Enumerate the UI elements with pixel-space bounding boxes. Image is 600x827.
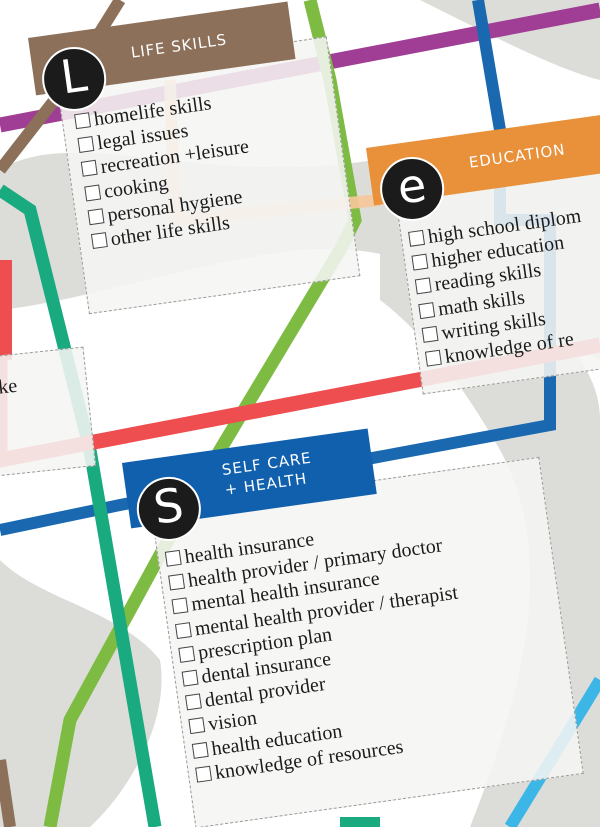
checkbox[interactable] <box>84 184 102 202</box>
left-fragment-card: ke <box>0 346 96 478</box>
self-care-checklist: health insurance health provider / prima… <box>164 508 479 787</box>
checkbox[interactable] <box>185 693 202 711</box>
life-skills-badge-letter: L <box>57 47 91 105</box>
checkbox[interactable] <box>164 549 182 567</box>
checkbox[interactable] <box>74 112 92 130</box>
checkbox[interactable] <box>414 277 432 295</box>
teal-line <box>0 184 162 827</box>
checkbox[interactable] <box>181 669 199 687</box>
red-line <box>0 270 600 468</box>
checkbox[interactable] <box>168 573 186 591</box>
left-fragment-text: ke <box>0 374 19 399</box>
checkbox[interactable] <box>87 208 105 226</box>
checkbox[interactable] <box>77 136 95 154</box>
checkbox[interactable] <box>421 325 439 343</box>
education-checklist: high school diplom higher education read… <box>408 204 600 372</box>
checkbox[interactable] <box>418 301 436 319</box>
brown-line-lower <box>0 759 16 827</box>
checkbox[interactable] <box>411 253 429 271</box>
education-title: EDUCATION <box>467 140 567 172</box>
checkbox[interactable] <box>191 741 209 759</box>
checkbox[interactable] <box>424 349 442 367</box>
checkbox[interactable] <box>195 765 213 783</box>
checkbox[interactable] <box>80 160 98 178</box>
life-skills-checklist: homelife skills legal issues recreation … <box>74 87 261 254</box>
checkbox[interactable] <box>178 645 196 663</box>
checkbox[interactable] <box>408 229 426 247</box>
checkbox[interactable] <box>188 717 206 735</box>
life-skills-title: LIFE SKILLS <box>129 30 229 62</box>
self-care-badge-letter: S <box>150 477 187 535</box>
checkbox[interactable] <box>90 232 108 250</box>
education-badge-letter: e <box>393 157 430 215</box>
checkbox[interactable] <box>174 621 192 639</box>
checkbox[interactable] <box>171 597 189 615</box>
